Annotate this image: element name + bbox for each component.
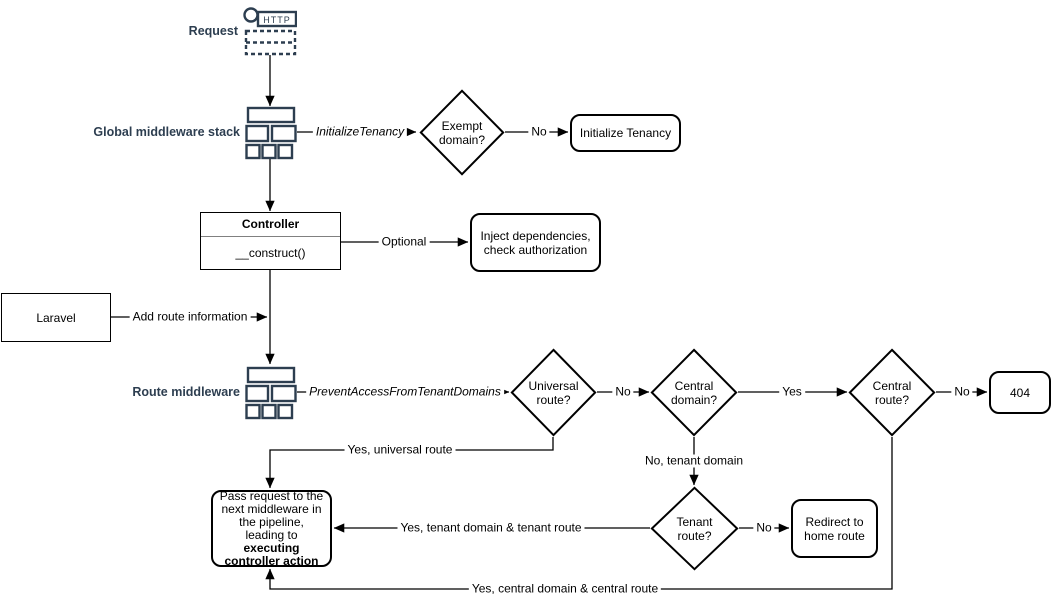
- exempt-domain-diamond: Exempt domain?: [420, 90, 504, 175]
- edge-label-yes-tenant-route: Yes, tenant domain & tenant route: [397, 521, 585, 535]
- laravel-node: Laravel: [1, 293, 111, 342]
- universal-route-label: Universal route?: [528, 378, 579, 407]
- redirect-home-label: Redirect to home route: [804, 514, 865, 543]
- edge-label-yes-central-route: Yes, central domain & central route: [468, 582, 662, 596]
- edge-label-add-route-information: Add route information: [129, 310, 251, 324]
- edge-label-central-domain-yes: Yes: [779, 385, 805, 399]
- universal-route-diamond: Universal route?: [511, 349, 596, 436]
- edge-label-prevent-access: PreventAccessFromTenantDomains: [306, 385, 504, 399]
- central-route-diamond: Central route?: [849, 349, 935, 436]
- global-middleware-stack-label: Global middleware stack: [93, 125, 240, 139]
- tenant-route-label: Tenant route?: [676, 514, 713, 543]
- central-domain-label: Central domain?: [670, 378, 718, 407]
- http-box-shape: [256, 10, 297, 28]
- request-label: Request: [188, 24, 238, 38]
- route-middleware-icon: [245, 366, 297, 420]
- tenant-route-diamond: Tenant route?: [651, 487, 738, 570]
- initialize-tenancy-node: Initialize Tenancy: [570, 114, 681, 152]
- edge-label-tenant-no: No: [753, 521, 775, 535]
- controller-title: Controller: [201, 213, 340, 237]
- controller-node: Controller __construct(): [200, 212, 341, 270]
- http-circle-shape: [243, 7, 259, 23]
- initialize-tenancy-label: Initialize Tenancy: [579, 126, 672, 140]
- edge-label-optional: Optional: [378, 235, 430, 249]
- controller-method: __construct(): [235, 246, 306, 260]
- http-request-icon: HTTP: [243, 6, 297, 56]
- inject-dependencies-node: Inject dependencies, check authorization: [470, 213, 601, 272]
- inject-dependencies-label: Inject dependencies, check authorization: [480, 228, 591, 257]
- redirect-home-node: Redirect to home route: [791, 499, 878, 558]
- pass-request-text: Pass request to the next middleware in t…: [219, 488, 324, 568]
- not-found-label: 404: [1009, 385, 1031, 400]
- global-middleware-stack-icon: [245, 106, 297, 160]
- http-label: HTTP: [263, 15, 291, 25]
- edge-label-universal-no: No: [612, 385, 634, 399]
- edge-label-initialize-tenancy: InitializeTenancy: [312, 125, 408, 139]
- edge-label-exempt-no: No: [528, 125, 550, 139]
- central-route-label: Central route?: [872, 378, 912, 407]
- edge-label-central-route-no: No: [951, 385, 973, 399]
- not-found-node: 404: [989, 371, 1051, 414]
- laravel-label: Laravel: [36, 310, 76, 325]
- pass-request-node: Pass request to the next middleware in t…: [211, 488, 332, 568]
- edge-label-no-tenant-domain: No, tenant domain: [641, 454, 747, 468]
- route-middleware-label: Route middleware: [132, 385, 240, 399]
- central-domain-diamond: Central domain?: [651, 349, 737, 436]
- exempt-domain-label: Exempt domain?: [438, 118, 486, 147]
- edge-label-yes-universal-route: Yes, universal route: [344, 443, 456, 457]
